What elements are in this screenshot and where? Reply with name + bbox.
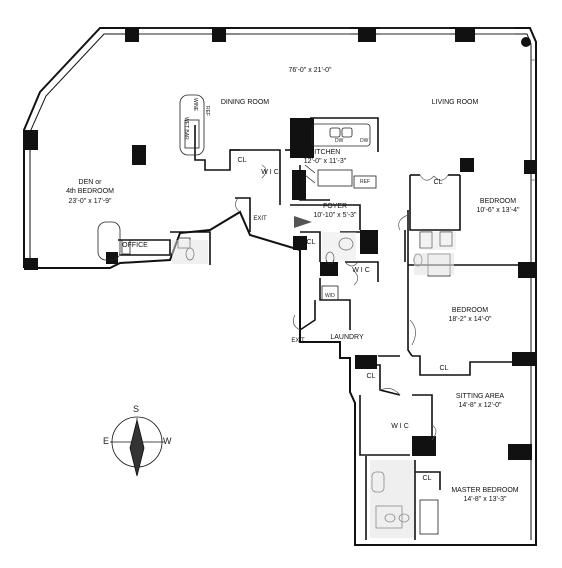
dining-room-label: DINING ROOM <box>220 99 270 106</box>
kitchen-dimensions: 12'-0" x 11'-3" <box>303 158 347 165</box>
exit-label-2: EXIT <box>291 338 305 344</box>
compass-top-letter: S <box>133 404 140 414</box>
washer-dryer-label: W/D <box>325 293 335 299</box>
kitchen-label: KITCHEN <box>309 149 341 156</box>
closet-label-1: CL <box>237 157 247 164</box>
bedroom2-dimensions: 18'-2" x 14'-0" <box>448 316 492 323</box>
wic-label-2: W I C <box>352 267 370 274</box>
wine-label: WINE <box>192 98 198 112</box>
door-swings <box>235 164 449 441</box>
den-dimensions: 23'-0" x 17'-9" <box>68 198 112 205</box>
kitchen-ref-label: REF <box>360 179 370 185</box>
sitting-closet-left-label: CL <box>366 373 376 380</box>
columns <box>24 28 536 460</box>
interior-walls <box>118 117 520 540</box>
window-marks <box>140 27 536 181</box>
den-line1: DEN or <box>78 179 102 186</box>
laundry-label: LAUNDRY <box>330 334 364 341</box>
master-wic-label: W I C <box>391 423 409 430</box>
master-bedroom-label: MASTER BEDROOM <box>451 487 519 494</box>
foyer-label: FOYER <box>322 203 348 210</box>
compass-rose <box>110 416 164 477</box>
living-room-dimensions: 76'-0" x 21'-0" <box>288 67 332 74</box>
wet-bar-label: WET BAR <box>183 117 189 140</box>
dishwasher-label-2: DW <box>360 138 369 144</box>
master-bedroom-dimensions: 14'-8" x 13'-3" <box>463 496 507 503</box>
sitting-area-dimensions: 14'-8" x 12'-0" <box>458 402 502 409</box>
sitting-closet-right-label: CL <box>439 365 449 372</box>
bedroom1-closet-label: CL <box>433 179 443 186</box>
den-line2: 4th BEDROOM <box>66 188 114 195</box>
bedroom1-dimensions: 10'-6" x 13'-4" <box>476 207 520 214</box>
bedroom2-label: BEDROOM <box>451 307 489 314</box>
tile-areas <box>172 232 456 538</box>
dishwasher-label-1: DW <box>335 138 344 144</box>
master-closet-label: CL <box>422 475 432 482</box>
entry-arrow <box>294 216 312 228</box>
exit-label-1: EXIT <box>253 216 267 222</box>
foyer-closet-label: CL <box>306 239 316 246</box>
compass-left-letter: E <box>103 436 110 446</box>
compass-right-letter: W <box>163 436 172 446</box>
office-label: OFFICE <box>122 242 148 249</box>
foyer-dimensions: 10'-10" x 5'-3" <box>313 212 357 219</box>
bar-ref-label: REF <box>204 106 210 116</box>
living-room-label: LIVING ROOM <box>431 99 479 106</box>
sitting-area-label: SITTING AREA <box>455 393 505 400</box>
wic-label-1: W I C <box>261 169 279 176</box>
bedroom1-label: BEDROOM <box>479 198 517 205</box>
